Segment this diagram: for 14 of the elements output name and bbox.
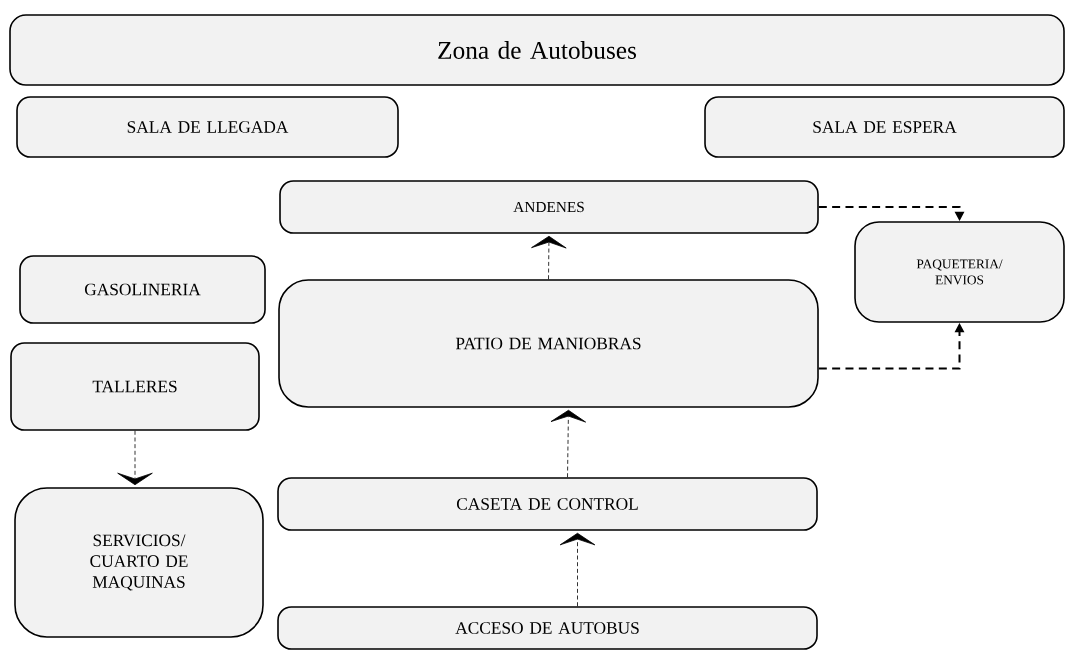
rounded-box: TALLERES [10, 342, 260, 431]
rounded-box: PAQUETERIA/ ENVIOS [854, 221, 1065, 323]
rounded-box: Zona de Autobuses [9, 14, 1065, 86]
arrow [559, 532, 596, 607]
rounded-box: CASETA DE CONTROL [277, 477, 818, 531]
rounded-box: SALA DE ESPERA [704, 96, 1065, 158]
rounded-box: ACCESO DE AUTOBUS [277, 606, 818, 650]
arrow [550, 409, 586, 478]
rounded-box: GASOLINERIA [19, 255, 266, 324]
rounded-box: SERVICIOS/ CUARTO DE MAQUINAS [14, 487, 264, 638]
rounded-box: ANDENES [279, 180, 819, 234]
arrow [117, 430, 153, 486]
rounded-box: SALA DE LLEGADA [16, 96, 399, 158]
rounded-box: PATIO DE MANIOBRAS [278, 279, 819, 408]
